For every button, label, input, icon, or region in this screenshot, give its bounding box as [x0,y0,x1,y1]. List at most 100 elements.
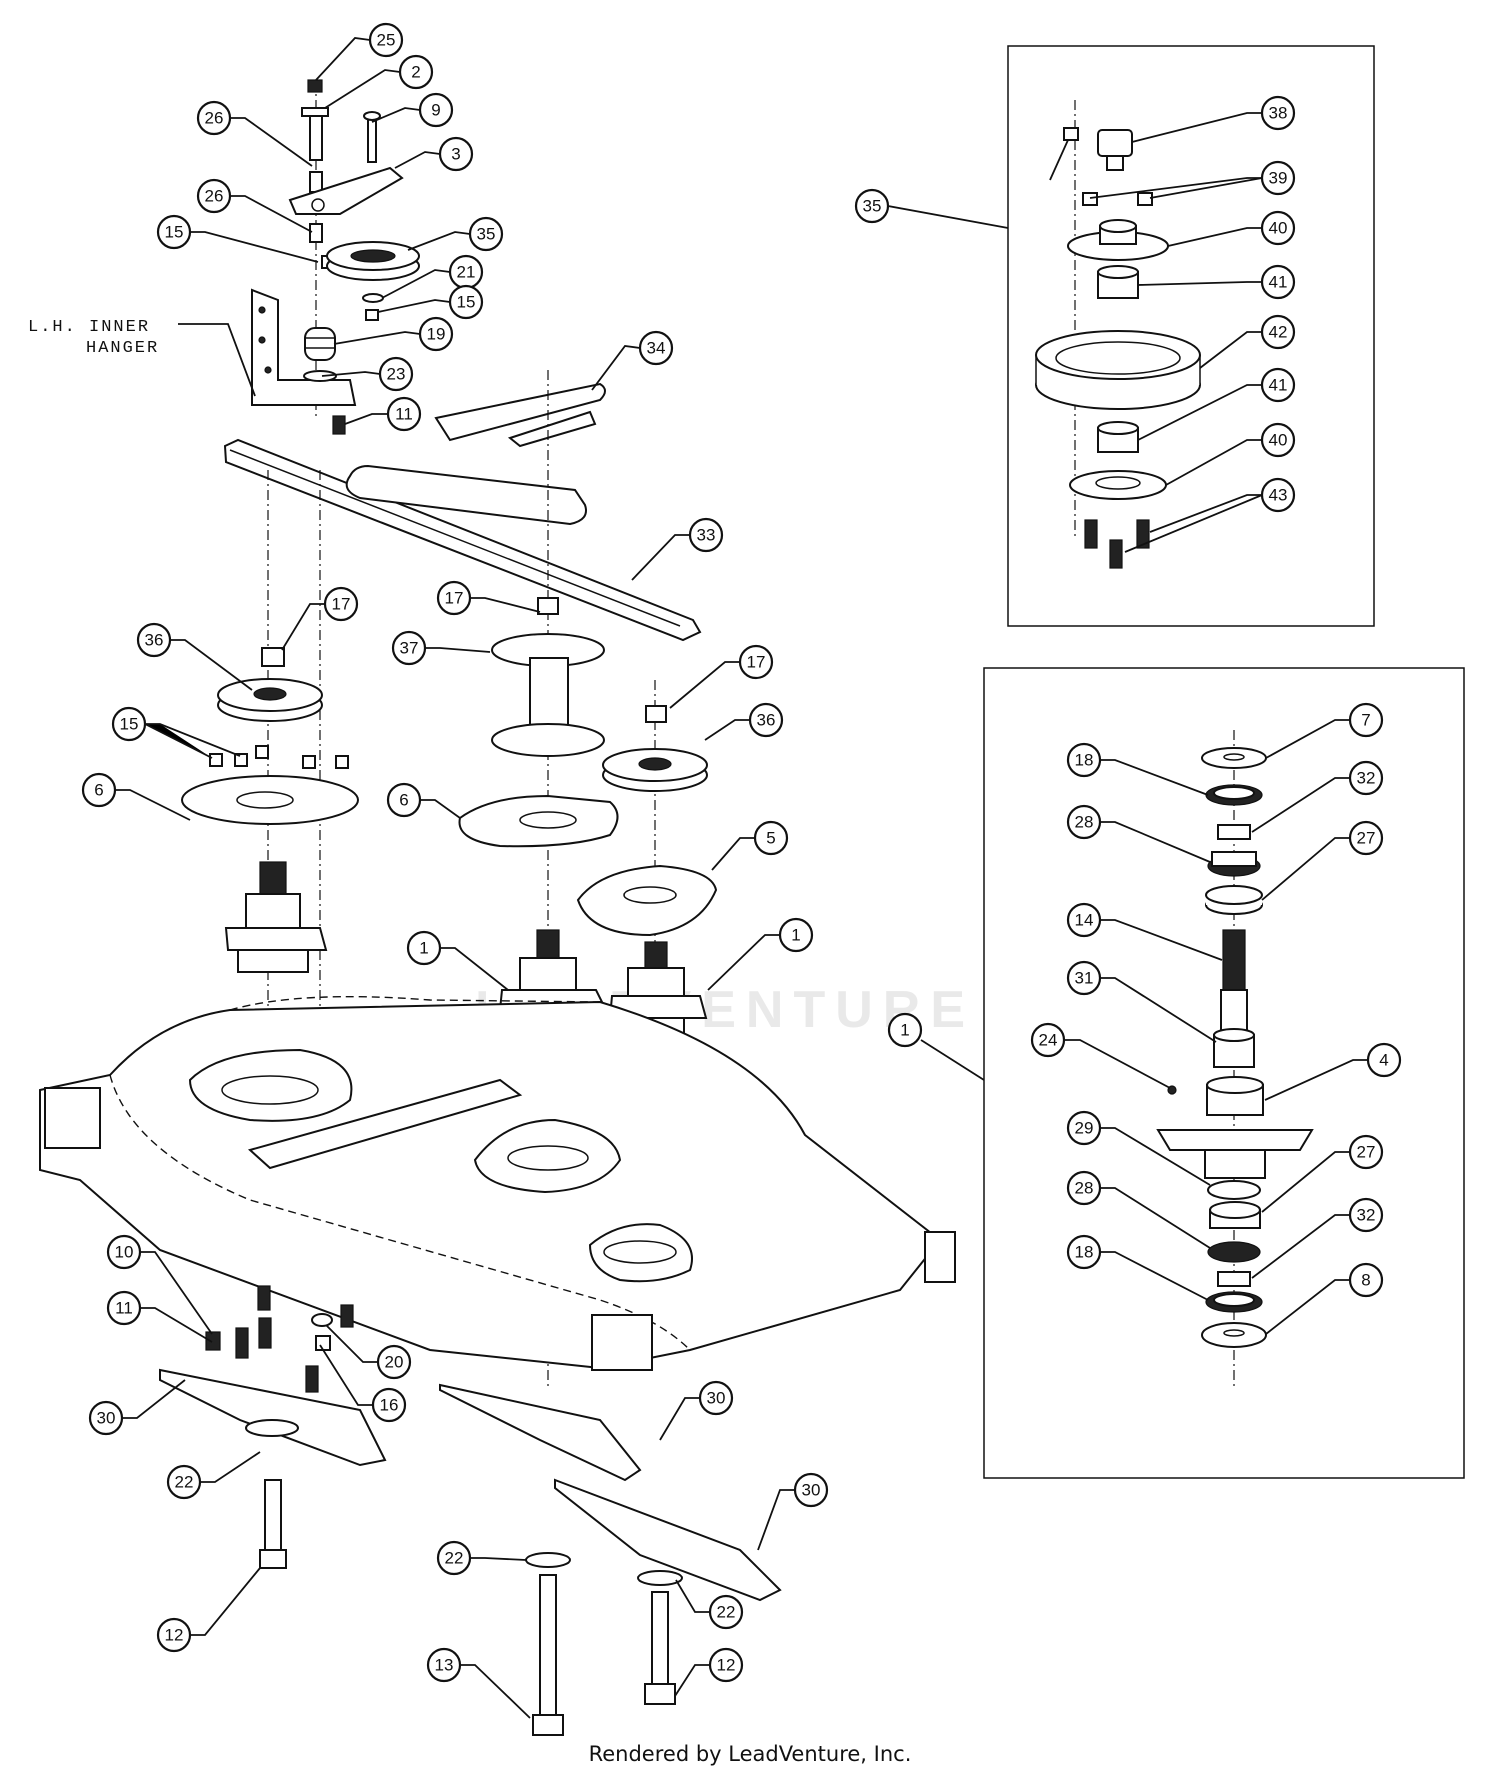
leader-lines [115,37,1368,1719]
callout-30-middle: 30 [698,1380,734,1416]
footer-credit: Rendered by LeadVenture, Inc. [588,1742,912,1766]
callout-15-lower: 15 [111,706,147,742]
callout-27-lower: 27 [1348,1134,1384,1170]
callout-34: 34 [638,330,674,366]
leader-35-box [887,205,1009,229]
svg-text:41: 41 [1269,273,1288,292]
svg-text:22: 22 [175,1473,194,1492]
svg-text:2: 2 [411,63,420,82]
callout-5: 5 [753,820,789,856]
callout-7: 7 [1348,702,1384,738]
callout-35-idler: 35 [468,216,504,252]
svg-text:17: 17 [332,595,351,614]
callout-13: 13 [426,1647,462,1683]
svg-text:8: 8 [1361,1271,1370,1290]
callout-25: 25 [368,22,404,58]
callout-12-right: 12 [708,1647,744,1683]
left-spindle-stack [181,470,359,1100]
svg-text:17: 17 [445,589,464,608]
callout-1-center: 1 [406,930,442,966]
callout-26-upper: 26 [196,100,232,136]
svg-text:15: 15 [457,293,476,312]
svg-text:6: 6 [399,791,408,810]
svg-text:7: 7 [1361,711,1370,730]
callout-32-upper: 32 [1348,760,1384,796]
callout-21: 21 [448,254,484,290]
callout-26-lower: 26 [196,178,232,214]
callout-16: 16 [371,1387,407,1423]
svg-text:42: 42 [1269,323,1288,342]
svg-text:30: 30 [802,1481,821,1500]
svg-text:4: 4 [1379,1051,1388,1070]
callout-41-lower: 41 [1260,367,1296,403]
pulley-assembly-parts [1035,100,1201,569]
hanger-label-line2: HANGER [86,339,159,358]
callout-8: 8 [1348,1262,1384,1298]
callout-22-left: 22 [166,1464,202,1500]
svg-text:12: 12 [717,1656,736,1675]
callout-39: 39 [1260,160,1296,196]
svg-text:26: 26 [205,109,224,128]
svg-text:38: 38 [1269,104,1288,123]
callout-11-lower: 11 [106,1290,142,1326]
leader-1-box [920,1039,985,1081]
svg-text:25: 25 [377,31,396,50]
callout-15-upper: 15 [156,214,192,250]
callout-10: 10 [106,1234,142,1270]
callout-40-lower: 40 [1260,422,1296,458]
svg-text:3: 3 [451,145,460,164]
callout-3: 3 [438,136,474,172]
callout-24: 24 [1030,1022,1066,1058]
svg-text:22: 22 [445,1549,464,1568]
svg-text:27: 27 [1357,1143,1376,1162]
svg-text:43: 43 [1269,486,1288,505]
svg-text:18: 18 [1075,751,1094,770]
callout-32-lower: 32 [1348,1197,1384,1233]
svg-text:29: 29 [1075,1119,1094,1138]
callout-20: 20 [376,1344,412,1380]
svg-text:23: 23 [387,365,406,384]
svg-text:37: 37 [400,639,419,658]
svg-text:36: 36 [145,631,164,650]
idler-pulley [326,241,420,321]
svg-text:1: 1 [791,926,800,945]
svg-text:27: 27 [1357,829,1376,848]
hanger-label-line1: L.H. INNER [28,318,150,337]
callout-12-left: 12 [156,1617,192,1653]
svg-text:30: 30 [97,1409,116,1428]
callout-1-right: 1 [778,917,814,953]
svg-text:41: 41 [1269,376,1288,395]
callout-6-center: 6 [386,782,422,818]
callout-11-upper: 11 [386,396,422,432]
svg-text:28: 28 [1075,1179,1094,1198]
svg-text:32: 32 [1357,769,1376,788]
svg-text:19: 19 [427,325,446,344]
callout-15-mid: 15 [448,284,484,320]
callout-33: 33 [688,517,724,553]
svg-text:11: 11 [115,1299,133,1318]
callout-14: 14 [1066,902,1102,938]
idler-arm-assembly [251,79,404,435]
callout-42: 42 [1260,314,1296,350]
callout-19: 19 [418,316,454,352]
svg-text:18: 18 [1075,1243,1094,1262]
callout-18-lower: 18 [1066,1234,1102,1270]
svg-text:16: 16 [380,1396,399,1415]
svg-text:1: 1 [419,939,428,958]
svg-text:14: 14 [1075,911,1094,930]
svg-text:35: 35 [863,197,882,216]
svg-text:39: 39 [1269,169,1288,188]
svg-text:13: 13 [435,1656,454,1675]
blade-hardware [159,1285,782,1736]
callout-18-upper: 18 [1066,742,1102,778]
svg-text:9: 9 [431,101,440,120]
callout-43: 43 [1260,477,1296,513]
svg-text:21: 21 [457,263,476,282]
callout-9: 9 [418,92,454,128]
callout-17-right: 17 [738,644,774,680]
callout-17-center: 17 [436,580,472,616]
spindle-detail-box [983,667,1465,1479]
svg-text:30: 30 [707,1389,726,1408]
callout-36-right: 36 [748,702,784,738]
